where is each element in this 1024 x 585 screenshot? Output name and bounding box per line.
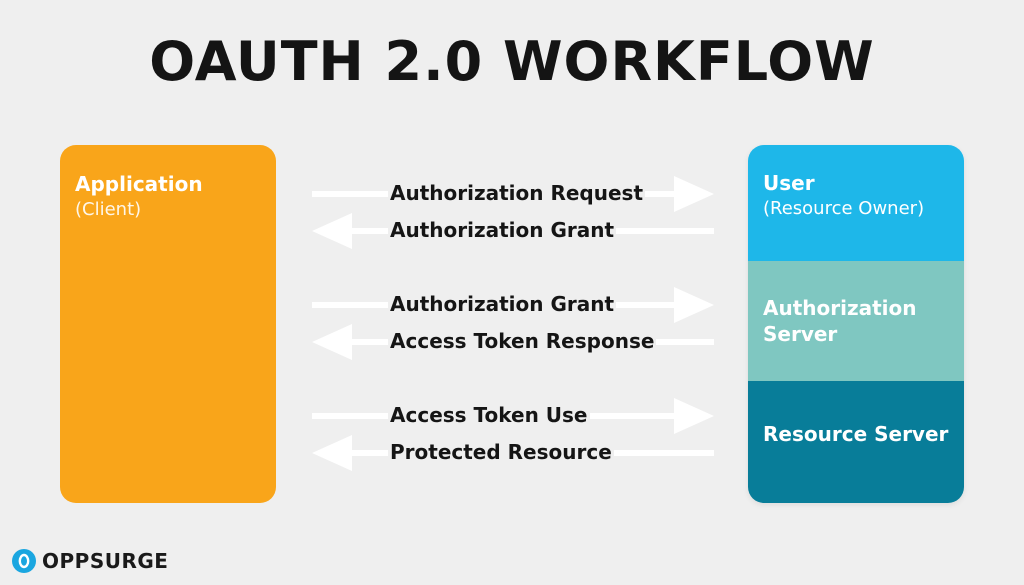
application-subtitle: (Client) <box>75 199 142 220</box>
application-client-box: Application (Client) <box>60 145 276 503</box>
oppsurge-logo: OPPSURGE <box>12 548 168 574</box>
flow-label-access-token-use: Access Token Use <box>388 403 590 427</box>
oppsurge-logo-icon <box>12 549 36 573</box>
application-title: Application <box>75 172 203 196</box>
logo-text: OPPSURGE <box>42 549 169 573</box>
authorization-server-box: Authorization Server <box>748 261 964 381</box>
resource-server-box: Resource Server <box>748 381 964 503</box>
flow-label-protected-resource: Protected Resource <box>388 440 614 464</box>
flow-label-authorization-request: Authorization Request <box>388 181 646 205</box>
resource-server-title: Resource Server <box>763 422 949 446</box>
page-title: OAUTH 2.0 WORKFLOW <box>149 30 875 93</box>
flow-label-authorization-grant: Authorization Grant <box>388 218 617 242</box>
flow-label-authorization-grant-2: Authorization Grant <box>388 292 617 316</box>
authorization-server-title-line2: Server <box>763 322 838 346</box>
server-column: User (Resource Owner) Authorization Serv… <box>748 145 964 503</box>
user-resource-owner-box: User (Resource Owner) <box>748 145 964 261</box>
user-title: User <box>763 171 815 195</box>
flow-label-access-token-response: Access Token Response <box>388 329 657 353</box>
authorization-server-title-line1: Authorization <box>763 296 917 320</box>
user-subtitle: (Resource Owner) <box>763 198 925 219</box>
